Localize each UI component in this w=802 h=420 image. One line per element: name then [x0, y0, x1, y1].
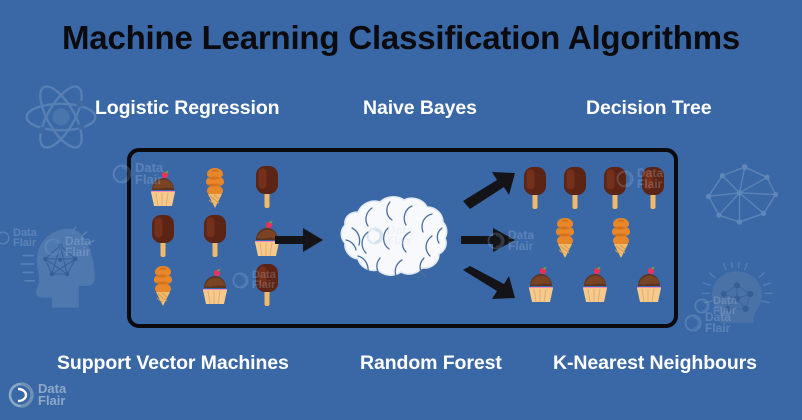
output-item-popsicle [636, 165, 670, 211]
output-item-popsicle [558, 165, 592, 211]
output-item-popsicle [518, 165, 552, 211]
brand-line1: Data [38, 381, 67, 397]
dataflair-mark-icon [8, 382, 34, 408]
label-k-nearest-neighbours: K-Nearest Neighbours [553, 352, 757, 374]
output-item-soft-serve-cone [604, 214, 638, 260]
input-item-cupcake [146, 166, 180, 212]
input-item-popsicle [250, 262, 284, 308]
network-chip-icon [698, 262, 776, 344]
input-item-soft-serve-cone [146, 262, 180, 308]
polygonal-brain-icon [700, 155, 786, 233]
output-item-cupcake [524, 262, 558, 308]
atom-icon [22, 78, 100, 156]
label-naive-bayes: Naive Bayes [363, 97, 477, 119]
label-support-vector-machines: Support Vector Machines [57, 352, 289, 374]
classification-diagram-box [127, 148, 678, 328]
label-random-forest: Random Forest [360, 352, 502, 374]
arrow-right-icon [461, 226, 515, 254]
dataflair-logo: Data Flair [8, 382, 66, 408]
input-item-soft-serve-cone [198, 164, 232, 210]
input-item-cupcake [250, 216, 284, 262]
input-item-popsicle [146, 213, 180, 259]
output-item-cupcake [632, 262, 666, 308]
input-item-popsicle [198, 213, 232, 259]
output-item-soft-serve-cone [548, 214, 582, 260]
head-neural-network-icon [20, 222, 104, 310]
page-title: Machine Learning Classification Algorith… [62, 19, 740, 56]
arrow-down-right-icon [461, 262, 515, 302]
output-item-popsicle [598, 165, 632, 211]
label-decision-tree: Decision Tree [586, 97, 712, 119]
arrow-up-right-icon [461, 171, 515, 211]
label-logistic-regression: Logistic Regression [95, 97, 280, 119]
input-item-popsicle [250, 164, 284, 210]
brand-line2: Flair [38, 393, 66, 408]
input-item-cupcake [198, 264, 232, 310]
output-item-cupcake [578, 262, 612, 308]
arrow-right-icon [275, 226, 323, 254]
brain-icon [328, 188, 460, 300]
